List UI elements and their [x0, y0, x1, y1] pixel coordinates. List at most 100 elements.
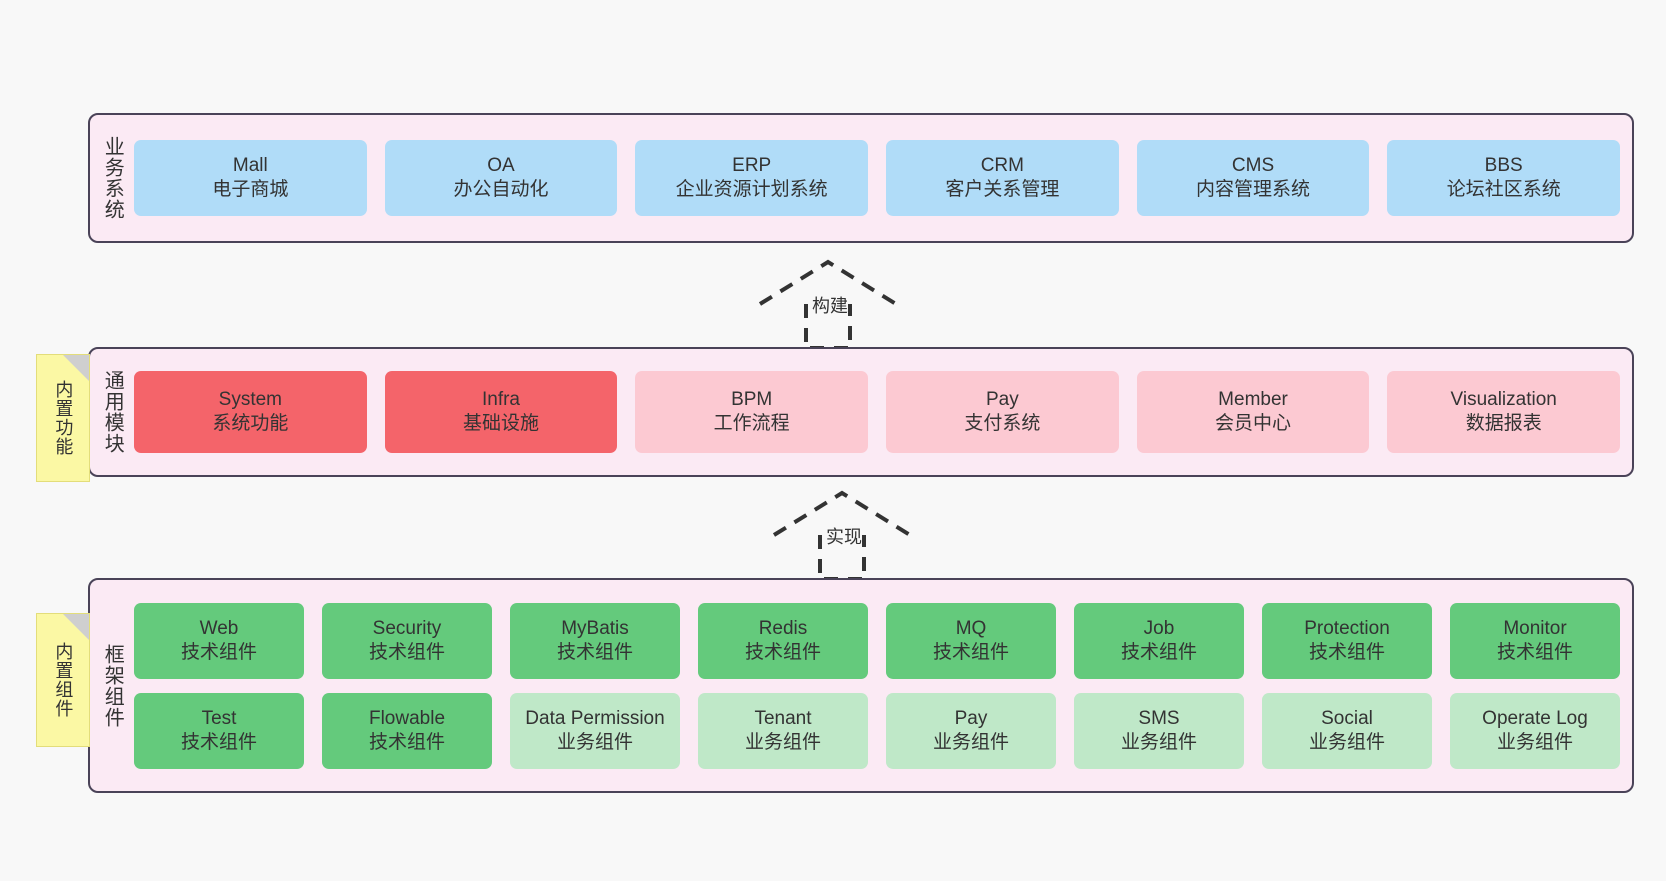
node-oa-cn: 办公自动化 [453, 179, 549, 200]
node-monitor-en: Monitor [1503, 617, 1567, 639]
node-data-permission-cn: 业务组件 [556, 731, 633, 753]
layer-common-modules: 通用模块 System 系统功能 Infra 基础设施 BPM 工作流程 Pay… [88, 347, 1634, 477]
node-crm-cn: 客户关系管理 [945, 179, 1060, 200]
node-protection-cn: 技术组件 [1308, 641, 1385, 663]
node-social-en: Social [1321, 707, 1373, 729]
arrow-shaft-build [804, 304, 852, 350]
node-mall[interactable]: Mall 电子商城 [134, 140, 367, 216]
node-mq[interactable]: MQ 技术组件 [886, 602, 1056, 679]
node-monitor-cn: 技术组件 [1496, 641, 1573, 663]
connector-implement-arrow [772, 490, 912, 581]
node-sms-en: SMS [1138, 707, 1180, 729]
framework-row-business: Test 技术组件 Flowable 技术组件 Data Permission … [134, 692, 1620, 769]
sticky-fold-icon [63, 614, 89, 640]
node-sms[interactable]: SMS 业务组件 [1074, 692, 1244, 769]
node-system-cn: 系统功能 [212, 413, 289, 434]
node-bpm-en: BPM [731, 389, 773, 411]
node-operate-log-cn: 业务组件 [1496, 731, 1573, 753]
node-bbs[interactable]: BBS 论坛社区系统 [1387, 140, 1621, 216]
node-social-cn: 业务组件 [1308, 731, 1385, 753]
node-monitor[interactable]: Monitor 技术组件 [1450, 602, 1620, 679]
business-row: Mall 电子商城 OA 办公自动化 ERP 企业资源计划系统 CRM 客户关系… [134, 140, 1621, 216]
layer-body-common: System 系统功能 Infra 基础设施 BPM 工作流程 Pay 支付系统… [134, 349, 1632, 475]
node-cms[interactable]: CMS 内容管理系统 [1136, 140, 1370, 216]
node-tenant[interactable]: Tenant 业务组件 [698, 692, 868, 769]
node-erp-en: ERP [732, 155, 772, 177]
node-member[interactable]: Member 会员中心 [1136, 371, 1370, 453]
node-sms-cn: 业务组件 [1120, 731, 1197, 753]
node-redis[interactable]: Redis 技术组件 [698, 602, 868, 679]
sticky-note-builtin-components-label: 内置组件 [53, 642, 74, 718]
node-pay-component-cn: 业务组件 [932, 731, 1009, 753]
node-operate-log[interactable]: Operate Log 业务组件 [1450, 692, 1620, 769]
node-web-en: Web [199, 617, 239, 639]
layer-title-common: 通用模块 [101, 370, 124, 454]
node-oa[interactable]: OA 办公自动化 [384, 140, 618, 216]
node-visualization-en: Visualization [1450, 389, 1557, 411]
node-bpm[interactable]: BPM 工作流程 [635, 371, 869, 453]
node-job-cn: 技术组件 [1120, 641, 1197, 663]
node-mybatis-en: MyBatis [561, 617, 629, 639]
node-flowable[interactable]: Flowable 技术组件 [322, 692, 492, 769]
node-infra-en: Infra [481, 389, 521, 411]
node-infra-cn: 基础设施 [463, 413, 540, 434]
node-visualization[interactable]: Visualization 数据报表 [1387, 371, 1621, 453]
node-pay-module[interactable]: Pay 支付系统 [886, 371, 1119, 453]
node-data-permission[interactable]: Data Permission 业务组件 [510, 692, 680, 769]
node-social[interactable]: Social 业务组件 [1262, 692, 1432, 769]
node-infra[interactable]: Infra 基础设施 [384, 371, 618, 453]
node-tenant-en: Tenant [754, 707, 812, 729]
node-bbs-cn: 论坛社区系统 [1446, 179, 1561, 200]
node-crm-en: CRM [980, 155, 1024, 177]
node-system-en: System [218, 389, 283, 411]
node-flowable-en: Flowable [368, 707, 446, 729]
node-erp[interactable]: ERP 企业资源计划系统 [635, 140, 869, 216]
layer-title-framework: 框架组件 [101, 643, 124, 728]
node-pay-module-en: Pay [985, 389, 1019, 411]
node-protection-en: Protection [1304, 617, 1390, 639]
connector-build-label: 构建 [812, 296, 848, 316]
node-flowable-cn: 技术组件 [368, 731, 445, 753]
node-member-en: Member [1218, 389, 1288, 411]
node-web[interactable]: Web 技术组件 [134, 602, 304, 679]
node-cms-en: CMS [1231, 155, 1275, 177]
node-mq-cn: 技术组件 [932, 641, 1009, 663]
node-crm[interactable]: CRM 客户关系管理 [886, 140, 1119, 216]
node-security-en: Security [372, 617, 442, 639]
node-job[interactable]: Job 技术组件 [1074, 602, 1244, 679]
node-security-cn: 技术组件 [368, 641, 445, 663]
arrow-head-implement [772, 490, 912, 537]
node-mybatis[interactable]: MyBatis 技术组件 [510, 602, 680, 679]
node-bpm-cn: 工作流程 [713, 413, 790, 434]
sticky-note-builtin-components: 内置组件 [36, 613, 90, 747]
node-security[interactable]: Security 技术组件 [322, 602, 492, 679]
node-redis-en: Redis [758, 617, 808, 639]
connector-implement-label: 实现 [826, 527, 862, 547]
layer-body-business: Mall 电子商城 OA 办公自动化 ERP 企业资源计划系统 CRM 客户关系… [134, 115, 1632, 241]
connector-build-arrow [758, 259, 898, 350]
node-pay-component-en: Pay [954, 707, 988, 729]
node-member-cn: 会员中心 [1215, 413, 1292, 434]
node-test[interactable]: Test 技术组件 [134, 692, 304, 769]
node-visualization-cn: 数据报表 [1465, 413, 1542, 434]
layer-framework-components: 框架组件 Web 技术组件 Security 技术组件 MyBatis 技术组件… [88, 578, 1634, 793]
node-operate-log-en: Operate Log [1482, 707, 1588, 729]
arrow-head-build [758, 259, 898, 306]
node-pay-component[interactable]: Pay 业务组件 [886, 692, 1056, 769]
node-tenant-cn: 业务组件 [744, 731, 821, 753]
layer-title-business: 业务系统 [101, 136, 124, 220]
layer-body-framework: Web 技术组件 Security 技术组件 MyBatis 技术组件 Redi… [134, 580, 1632, 791]
arrow-shaft-implement [818, 535, 866, 581]
node-erp-cn: 企业资源计划系统 [675, 179, 828, 200]
framework-row-technical: Web 技术组件 Security 技术组件 MyBatis 技术组件 Redi… [134, 602, 1620, 679]
node-data-permission-en: Data Permission [525, 707, 665, 729]
node-system[interactable]: System 系统功能 [134, 371, 367, 453]
node-redis-cn: 技术组件 [744, 641, 821, 663]
node-mall-en: Mall [232, 155, 268, 177]
node-job-en: Job [1143, 617, 1175, 639]
node-pay-module-cn: 支付系统 [964, 413, 1041, 434]
node-protection[interactable]: Protection 技术组件 [1262, 602, 1432, 679]
sticky-note-builtin-functions: 内置功能 [36, 354, 90, 482]
sticky-fold-icon [63, 355, 89, 381]
